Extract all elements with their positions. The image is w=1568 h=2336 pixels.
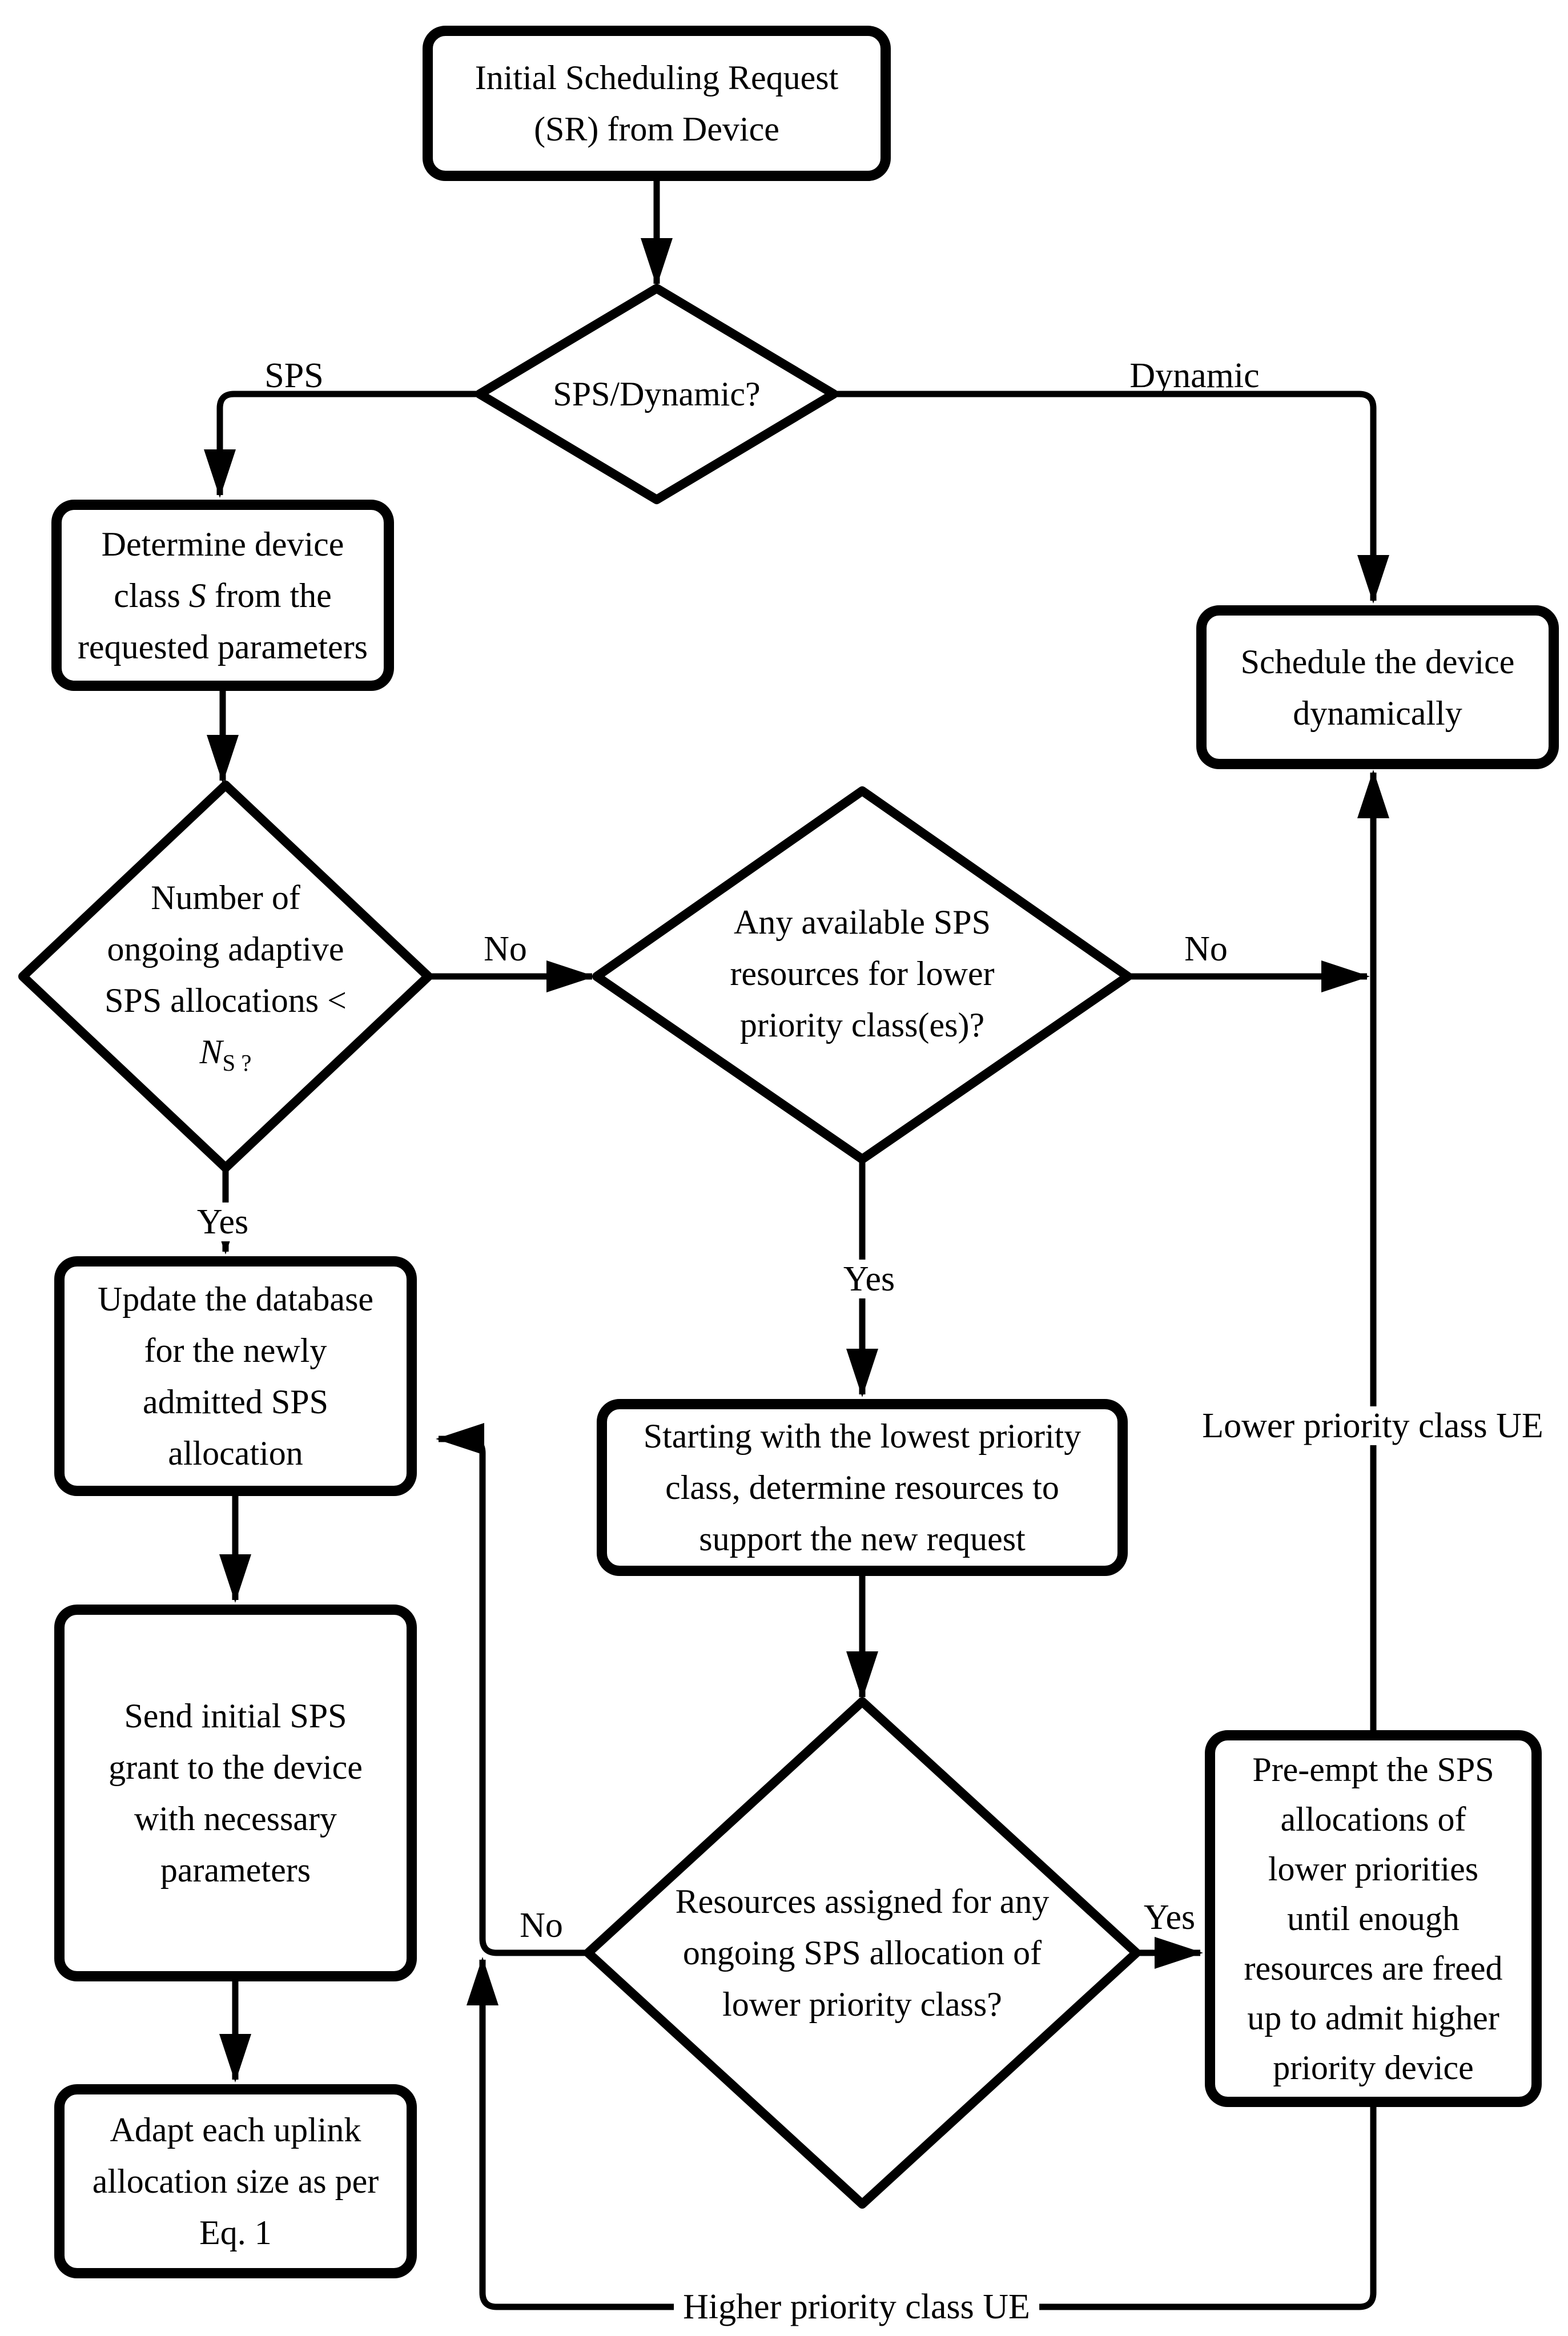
decision-resources-assigned-text: Resources assigned for any ongoing SPS a… bbox=[675, 1883, 1050, 2023]
node-adapt-uplink: Adapt each uplink allocation size as per… bbox=[54, 2084, 417, 2278]
node-update-database: Update the database for the newly admitt… bbox=[54, 1256, 417, 1496]
node-adapt-uplink-text: Adapt each uplink allocation size as per… bbox=[92, 2111, 379, 2251]
edge-assigned-no-loop bbox=[436, 1423, 588, 1956]
edge-sps-branch bbox=[204, 391, 483, 498]
edge-label-higher-priority-ue: Higher priority class UE bbox=[674, 2287, 1039, 2327]
determine-class-line1: Determine device bbox=[101, 525, 344, 563]
node-schedule-dynamically: Schedule the device dynamically bbox=[1196, 605, 1559, 769]
decision-available-resources-text: Any available SPS resources for lower pr… bbox=[730, 903, 995, 1044]
edge-label-ongoing-no: No bbox=[484, 929, 527, 968]
decision-sps-dynamic-text: SPS/Dynamic? bbox=[553, 375, 761, 413]
edge-dynamic-branch bbox=[831, 391, 1389, 604]
determine-class-line2: class S from the bbox=[114, 576, 332, 614]
node-preempt-allocations: Pre-empt the SPS allocations of lower pr… bbox=[1205, 1730, 1542, 2107]
determine-class-line3: requested parameters bbox=[77, 628, 368, 666]
node-send-initial-grant: Send initial SPS grant to the device wit… bbox=[54, 1605, 417, 1981]
decision-sps-dynamic-shape bbox=[475, 284, 838, 504]
decision-ongoing-allocations-text: Number of ongoing adaptive SPS allocatio… bbox=[26, 822, 425, 1131]
edge-label-lower-priority-ue: Lower priority class UE bbox=[1193, 1406, 1553, 1446]
node-update-database-text: Update the database for the newly admitt… bbox=[97, 1280, 374, 1472]
node-starting-lowest-priority-text: Starting with the lowest priority class,… bbox=[643, 1417, 1081, 1558]
edge-label-assigned-no: No bbox=[520, 1905, 563, 1945]
node-initial-scheduling-request-text: Initial Scheduling Request (SR) from Dev… bbox=[475, 59, 839, 148]
node-preempt-allocations-text: Pre-empt the SPS allocations of lower pr… bbox=[1244, 1750, 1503, 2086]
edge-label-ongoing-yes: Yes bbox=[187, 1202, 258, 1242]
edge-label-dynamic: Dynamic bbox=[1129, 356, 1260, 395]
decision-resources-assigned-shape bbox=[584, 1697, 1141, 2209]
edge-label-sps: SPS bbox=[264, 356, 324, 395]
node-initial-scheduling-request: Initial Scheduling Request (SR) from Dev… bbox=[423, 26, 891, 181]
ongoing-allocations-threshold: NS ? bbox=[199, 1033, 252, 1076]
node-determine-device-class: Determine device class S from the reques… bbox=[51, 500, 394, 691]
node-send-initial-grant-text: Send initial SPS grant to the device wit… bbox=[108, 1697, 363, 1889]
node-starting-lowest-priority: Starting with the lowest priority class,… bbox=[597, 1399, 1128, 1576]
edge-label-available-yes: Yes bbox=[834, 1259, 904, 1299]
edge-label-available-no: No bbox=[1184, 929, 1228, 968]
edge-label-assigned-yes: Yes bbox=[1143, 1897, 1196, 1937]
node-schedule-dynamically-text: Schedule the device dynamically bbox=[1240, 642, 1515, 732]
